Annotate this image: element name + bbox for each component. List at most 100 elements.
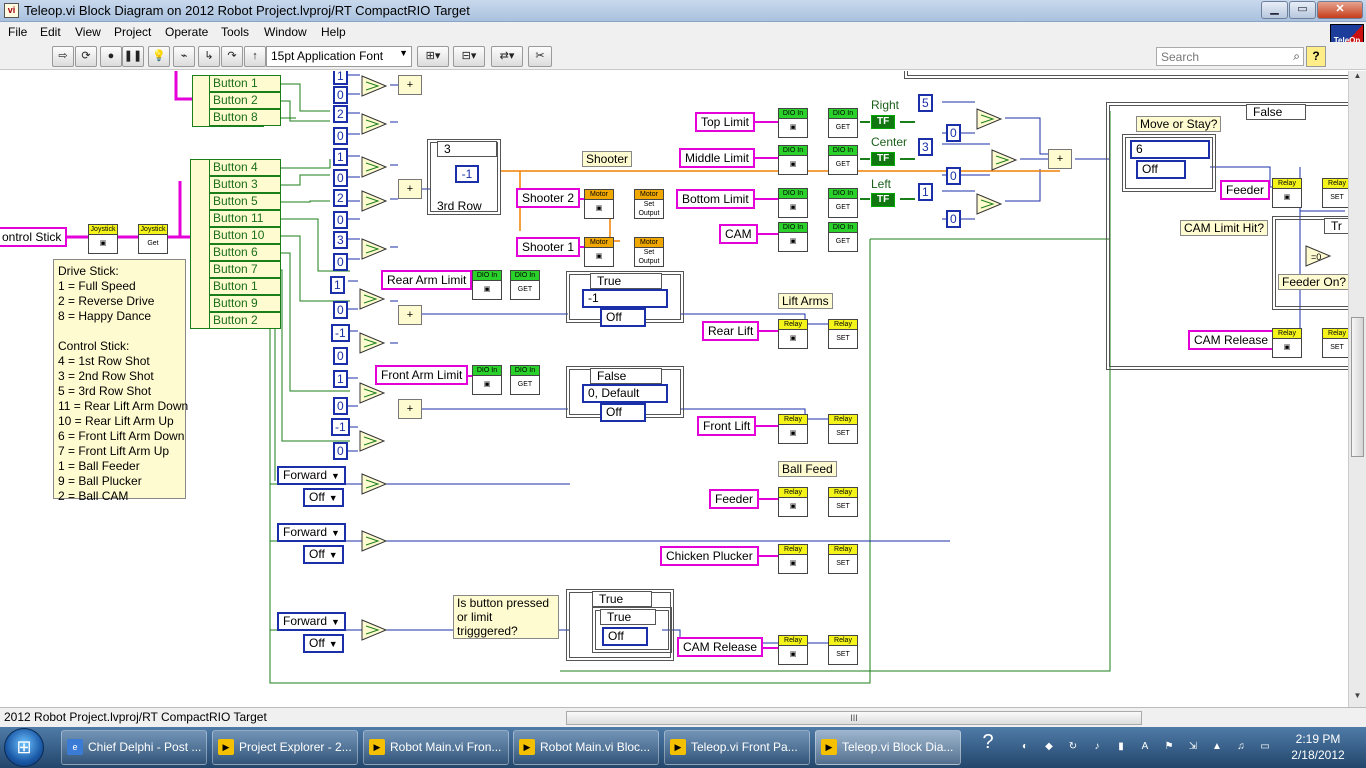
equal-zero-icon[interactable]: =0 [1304,244,1332,268]
cam-inner-case-structure[interactable]: True Off [592,607,672,653]
case-selector[interactable]: True [592,591,652,607]
joystick-ref-node[interactable]: Joystick ▣ [88,224,118,254]
cam-release-terminal-right[interactable]: CAM Release [1188,330,1275,350]
scroll-thumb[interactable] [1351,317,1364,457]
middle-limit-terminal[interactable]: Middle Limit [679,148,756,168]
select-function-icon[interactable] [360,529,388,553]
numeric-constant[interactable]: 5 [918,94,933,112]
numeric-constant[interactable]: 2 [333,189,348,207]
cam-outer-case-structure[interactable]: True True Off [566,589,674,661]
select-function-icon[interactable] [358,381,386,405]
numeric-constant[interactable]: -1 [331,418,350,436]
cam-release-terminal[interactable]: CAM Release [677,637,764,657]
menu-help[interactable]: Help [321,25,346,39]
default-case-constant[interactable]: 0, Default [582,384,668,403]
select-function-icon[interactable] [990,148,1018,172]
numeric-constant[interactable]: 0 [946,167,961,185]
sync-tray-icon[interactable]: ↻ [1068,741,1078,752]
numeric-constant[interactable]: 0 [333,347,348,365]
search-icon[interactable]: ⌕ [1293,49,1300,63]
highlight-execution-icon[interactable]: 💡 [148,46,170,67]
run-continuously-icon[interactable]: ⟳ [75,46,97,67]
clean-up-diagram-icon[interactable]: ✂ [528,46,552,67]
dio-ref-node[interactable]: DIO In▣ [778,145,808,175]
music-tray-icon[interactable]: ♪ [1094,741,1100,752]
menu-operate[interactable]: Operate [165,25,209,39]
power-tray-icon[interactable]: ▭ [1260,741,1270,752]
control-stick-terminal[interactable]: ontrol Stick [0,227,68,247]
numeric-constant[interactable]: 1 [333,370,348,388]
cam-limit-terminal[interactable]: CAM [719,224,758,244]
forward-enum-constant[interactable]: Forward▼ [277,612,346,631]
numeric-constant[interactable]: 1 [333,71,348,85]
block-diagram[interactable]: ontrol Stick Joystick ▣ Joystick Get But… [0,71,1348,707]
numeric-constant[interactable]: 6 [1130,140,1210,159]
search-input[interactable]: Search ⌕ [1156,47,1304,66]
case-selector[interactable]: True [590,273,662,289]
usb-tray-icon[interactable]: ⇲ [1188,741,1198,752]
numeric-constant[interactable]: 1 [333,148,348,166]
task-robot-main-front[interactable]: ▶Robot Main.vi Fron... [363,730,509,765]
menu-edit[interactable]: Edit [40,25,61,39]
select-function-icon[interactable] [360,472,388,496]
pause-icon[interactable]: ❚❚ [122,46,144,67]
add-array-elements-icon[interactable]: + [398,179,422,199]
numeric-constant[interactable]: 3 [918,138,933,156]
numeric-constant[interactable]: 0 [333,301,348,319]
move-inner-case-structure[interactable]: 6 Off [1122,134,1216,192]
off-enum-constant[interactable]: Off [600,403,646,422]
numeric-constant[interactable]: -1 [582,289,668,308]
numeric-constant[interactable]: 1 [330,276,345,294]
step-out-icon[interactable]: ↑ [244,46,266,67]
rear-lift-terminal[interactable]: Rear Lift [702,321,760,341]
clock[interactable]: 2:19 PM 2/18/2012 [1283,731,1353,763]
case-selector[interactable]: False [1246,104,1306,120]
joystick-get-vi[interactable]: Joystick Get [138,224,168,254]
horizontal-scrollbar[interactable]: III [566,711,1142,725]
shooter-1-terminal[interactable]: Shooter 1 [516,237,581,257]
help-tray-icon[interactable]: ? [982,731,994,753]
select-function-icon[interactable] [360,155,388,179]
run-icon[interactable]: ⇨ [52,46,74,67]
select-function-icon[interactable] [360,237,388,261]
select-function-icon[interactable] [360,189,388,213]
retain-wire-values-icon[interactable]: ⌁ [173,46,195,67]
relay-ref-node[interactable]: Relay▣ [1272,328,1302,358]
step-over-icon[interactable]: ↷ [221,46,243,67]
add-array-elements-icon[interactable]: + [398,305,422,325]
flag-tray-icon[interactable]: ⚑ [1164,741,1174,752]
numeric-constant[interactable]: 1 [918,183,933,201]
select-function-icon[interactable] [360,74,388,98]
bottom-limit-terminal[interactable]: Bottom Limit [676,189,755,209]
feeder-terminal-right[interactable]: Feeder [1220,180,1271,200]
numeric-constant[interactable]: 0 [333,86,348,104]
maximize-button[interactable]: ▭ [1289,1,1316,19]
off-enum-constant[interactable]: Off [600,308,646,327]
reorder-icon[interactable]: ⇄▾ [491,46,523,67]
menu-view[interactable]: View [75,25,101,39]
dio-ref-node[interactable]: DIO In▣ [778,108,808,138]
relay-ref-node[interactable]: Relay▣ [778,544,808,574]
shooter-2-terminal[interactable]: Shooter 2 [516,188,581,208]
motor-ref-node[interactable]: Motor▣ [584,237,614,267]
task-teleop-block[interactable]: ▶Teleop.vi Block Dia... [815,730,961,765]
close-button[interactable]: ✕ [1317,1,1363,19]
dropbox-tray-icon[interactable]: ◆ [1045,741,1053,752]
top-limit-terminal[interactable]: Top Limit [695,112,756,132]
select-function-icon[interactable] [360,618,388,642]
off-enum-constant[interactable]: Off▼ [303,634,344,653]
relay-ref-node[interactable]: Relay▣ [1272,178,1302,208]
relay-ref-node[interactable]: Relay▣ [778,487,808,517]
select-function-icon[interactable] [358,429,386,453]
numeric-constant[interactable]: 0 [946,124,961,142]
task-robot-main-block[interactable]: ▶Robot Main.vi Bloc... [513,730,659,765]
